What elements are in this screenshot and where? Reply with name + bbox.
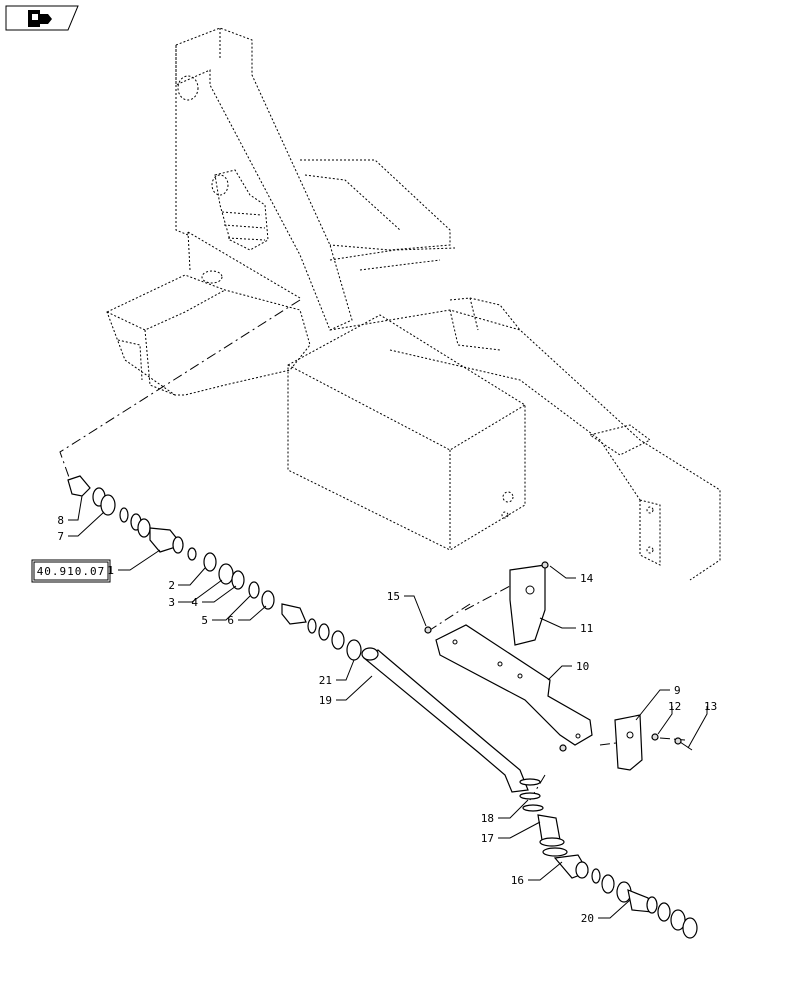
fasteners bbox=[424, 561, 693, 752]
callout-12: 12 bbox=[657, 700, 681, 735]
hose-fitting-chain-upper bbox=[67, 475, 362, 661]
hose-fitting-chain-lower bbox=[519, 778, 698, 939]
callout-20: 20 bbox=[581, 899, 631, 925]
callout-6: 6 bbox=[227, 605, 267, 627]
clamp-lower bbox=[614, 714, 643, 771]
reference-box-label: 40.910.07 bbox=[37, 565, 106, 578]
callout-9-text: 9 bbox=[674, 684, 681, 697]
callout-5-text: 5 bbox=[201, 614, 208, 627]
arrow-icon bbox=[28, 10, 52, 27]
callout-21-text: 21 bbox=[319, 674, 332, 687]
callout-15-text: 15 bbox=[387, 590, 400, 603]
callout-2: 2 bbox=[168, 567, 206, 592]
callout-15: 15 bbox=[387, 590, 427, 627]
callout-10-text: 10 bbox=[576, 660, 589, 673]
callout-16: 16 bbox=[511, 861, 563, 887]
pipe-assembly bbox=[361, 647, 529, 793]
callout-11: 11 bbox=[539, 617, 593, 635]
callout-2-text: 2 bbox=[168, 579, 175, 592]
callout-16-text: 16 bbox=[511, 874, 524, 887]
callout-1-text: 1 bbox=[107, 564, 114, 577]
callout-17: 17 bbox=[481, 821, 541, 845]
callout-10: 10 bbox=[547, 660, 589, 681]
callout-12-text: 12 bbox=[668, 700, 681, 713]
callout-21: 21 bbox=[319, 659, 355, 687]
callout-9: 9 bbox=[635, 684, 681, 721]
callout-4-text: 4 bbox=[191, 596, 198, 609]
callout-8-text: 8 bbox=[57, 514, 64, 527]
callout-3-text: 3 bbox=[168, 596, 175, 609]
callout-14: 14 bbox=[549, 565, 594, 585]
callout-8: 8 bbox=[57, 495, 83, 527]
callout-18-text: 18 bbox=[481, 812, 494, 825]
clamp-upper bbox=[509, 564, 546, 646]
callout-19: 19 bbox=[319, 675, 373, 707]
callout-labels: 1 2 3 4 5 6 7 8 9 10 11 12 13 14 15 16 1… bbox=[57, 495, 717, 925]
callout-4: 4 bbox=[191, 585, 237, 609]
callout-3: 3 bbox=[168, 579, 223, 609]
callout-13-text: 13 bbox=[704, 700, 717, 713]
callout-14-text: 14 bbox=[580, 572, 594, 585]
callout-7: 7 bbox=[57, 511, 105, 543]
callout-17-text: 17 bbox=[481, 832, 494, 845]
support-bracket bbox=[435, 624, 593, 746]
callout-7-text: 7 bbox=[57, 530, 64, 543]
callout-13: 13 bbox=[687, 700, 717, 749]
callout-18: 18 bbox=[481, 799, 529, 825]
callout-11-text: 11 bbox=[580, 622, 593, 635]
callout-6-text: 6 bbox=[227, 614, 234, 627]
callout-20-text: 20 bbox=[581, 912, 594, 925]
reference-box[interactable]: 40.910.07 bbox=[31, 559, 111, 583]
callout-19-text: 19 bbox=[319, 694, 332, 707]
callout-5: 5 bbox=[201, 595, 251, 627]
callout-1: 1 bbox=[107, 549, 161, 577]
tractor-frame-outline bbox=[106, 27, 721, 581]
nav-arrow-button[interactable] bbox=[5, 5, 79, 31]
